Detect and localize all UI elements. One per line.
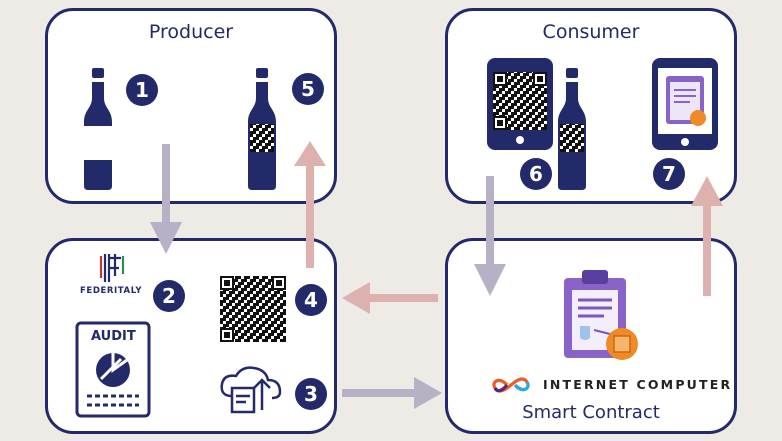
step-badge-4: 4	[295, 284, 327, 316]
federitaly-logo-icon	[99, 254, 125, 282]
wine-bottle-qr-icon	[558, 68, 586, 190]
step-badge-5: 5	[292, 73, 324, 105]
arrow-icon	[474, 176, 506, 296]
step-badge-1: 1	[126, 74, 158, 106]
arrow-icon	[150, 144, 182, 254]
arrow-icon	[294, 141, 326, 268]
smart-contract-caption: Smart Contract	[522, 402, 660, 423]
step-badge-7: 7	[653, 158, 685, 190]
consumer-title: Consumer	[542, 21, 640, 43]
arrow-icon	[691, 176, 723, 296]
cloud-upload-icon	[220, 366, 282, 414]
phone-clipboard-icon	[652, 58, 718, 150]
producer-title: Producer	[148, 21, 234, 43]
arrow-icon	[342, 377, 442, 409]
arrow-icon	[342, 282, 438, 314]
wine-bottle-icon	[84, 68, 112, 190]
clipboard-icon	[564, 270, 638, 360]
wine-bottle-qr-icon	[248, 68, 276, 190]
step-badge-2: 2	[153, 280, 185, 312]
internet-computer-label: INTERNET COMPUTER	[543, 377, 733, 392]
infinity-logo-icon	[492, 377, 530, 393]
phone-icon	[487, 58, 553, 150]
qr-code-icon	[220, 276, 286, 342]
step-badge-6: 6	[520, 158, 552, 190]
step-badge-3: 3	[295, 378, 327, 410]
audit-document-icon	[75, 321, 151, 418]
federitaly-label: FEDERITALY	[80, 286, 143, 296]
audit-label: AUDIT	[91, 329, 136, 344]
